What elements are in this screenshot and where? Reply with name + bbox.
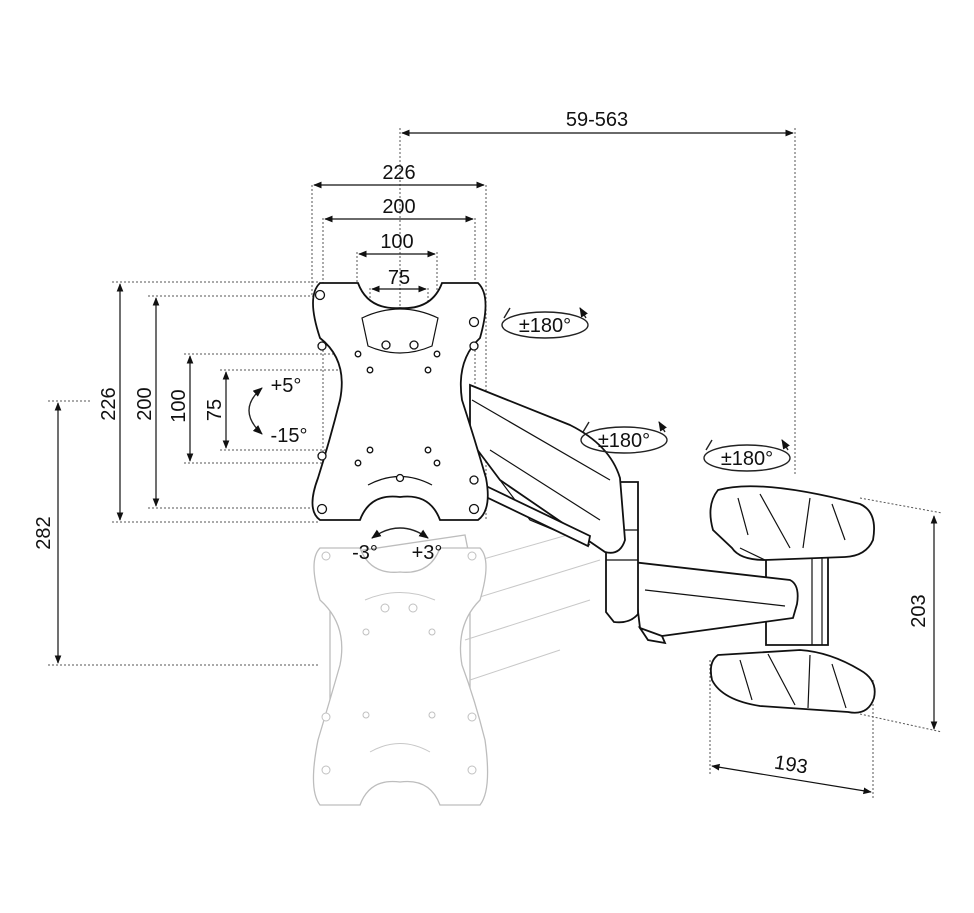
vesa-hole	[409, 340, 419, 350]
level-arc	[371, 527, 429, 539]
ghost-vesa-plate	[312, 547, 489, 806]
vesa-plate	[311, 282, 489, 521]
ghost-hole	[362, 628, 370, 636]
tilt-up-label: +5°	[271, 375, 302, 397]
ghost-hole	[467, 765, 477, 775]
vesa-hole	[366, 446, 374, 454]
vesa-hole	[314, 289, 326, 301]
ghost-hole	[408, 603, 418, 613]
width-vesa-label: 200	[382, 196, 415, 218]
plate-swivel-label: ±180°	[519, 315, 571, 337]
wall-joint-swivel-label: ±180°	[721, 448, 773, 470]
vesa-hole	[469, 475, 479, 485]
height-outer-label: 226	[98, 387, 120, 420]
ghost-hole	[362, 711, 370, 719]
ghost-hole	[428, 628, 436, 636]
vesa-hole	[317, 451, 327, 461]
wall-plate-depth-dim-line	[711, 763, 872, 795]
vesa-plate-body	[311, 282, 489, 521]
ghost-extended-mount	[312, 519, 621, 806]
vesa-hole	[381, 340, 391, 350]
level-right-label: +3°	[412, 542, 443, 564]
ghost-hole	[321, 551, 331, 561]
plate-swivel-arc	[501, 311, 589, 339]
vesa-hole	[433, 459, 441, 467]
ghost-hole	[428, 711, 436, 719]
vesa-hole	[366, 366, 374, 374]
arm-joint-swivel-arc	[580, 426, 668, 454]
vesa-top-bracket	[361, 308, 439, 354]
vesa-hole	[469, 341, 479, 351]
arm-assembly	[469, 383, 799, 645]
height-vesa-label: 200	[134, 387, 156, 420]
vesa-hole	[354, 350, 362, 358]
level-left-label: -3°	[352, 542, 378, 564]
vesa-hole	[468, 316, 480, 328]
height-vesa-min-label: 75	[204, 399, 226, 421]
ghost-hole	[321, 765, 331, 775]
drop-height-label: 282	[33, 516, 55, 549]
arm-joint-swivel-label: ±180°	[598, 430, 650, 452]
height-vesa-mid-label: 100	[168, 389, 190, 422]
vesa-hole	[433, 350, 441, 358]
rotation-indicators: ±180° ±180° ±180° +5° -15° -3° +3°	[248, 308, 791, 564]
ghost-hole	[467, 551, 477, 561]
wall-plate-bottom-block	[709, 649, 876, 714]
tilt-down-label: -15°	[271, 425, 308, 447]
reach-label: 59-563	[566, 109, 628, 131]
tilt-arc	[248, 387, 263, 435]
width-vesa-min-label: 75	[388, 267, 410, 289]
vesa-hole	[316, 503, 328, 515]
dimension-lines	[54, 129, 938, 795]
width-outer-label: 226	[382, 162, 415, 184]
width-vesa-mid-label: 100	[380, 231, 413, 253]
vesa-hole	[317, 341, 327, 351]
ghost-hole	[467, 712, 477, 722]
vesa-hole	[395, 473, 405, 483]
vesa-hole	[468, 503, 480, 515]
wall-plate-top-block	[709, 485, 875, 561]
dimension-labels: 59-563 226 200 100 75 226 200 100 75 282…	[33, 109, 930, 779]
wall-joint-swivel-arc	[703, 444, 791, 472]
ghost-plate-ridges	[364, 592, 436, 753]
wall-plate	[709, 485, 876, 714]
vesa-hole	[424, 366, 432, 374]
ghost-hole	[321, 712, 331, 722]
ghost-arm-lines	[464, 519, 621, 681]
wall-plate-height-label: 203	[908, 594, 930, 627]
vesa-hole	[424, 446, 432, 454]
vesa-hole	[354, 459, 362, 467]
ghost-hole	[380, 603, 390, 613]
wall-plate-depth-label: 193	[773, 752, 809, 779]
